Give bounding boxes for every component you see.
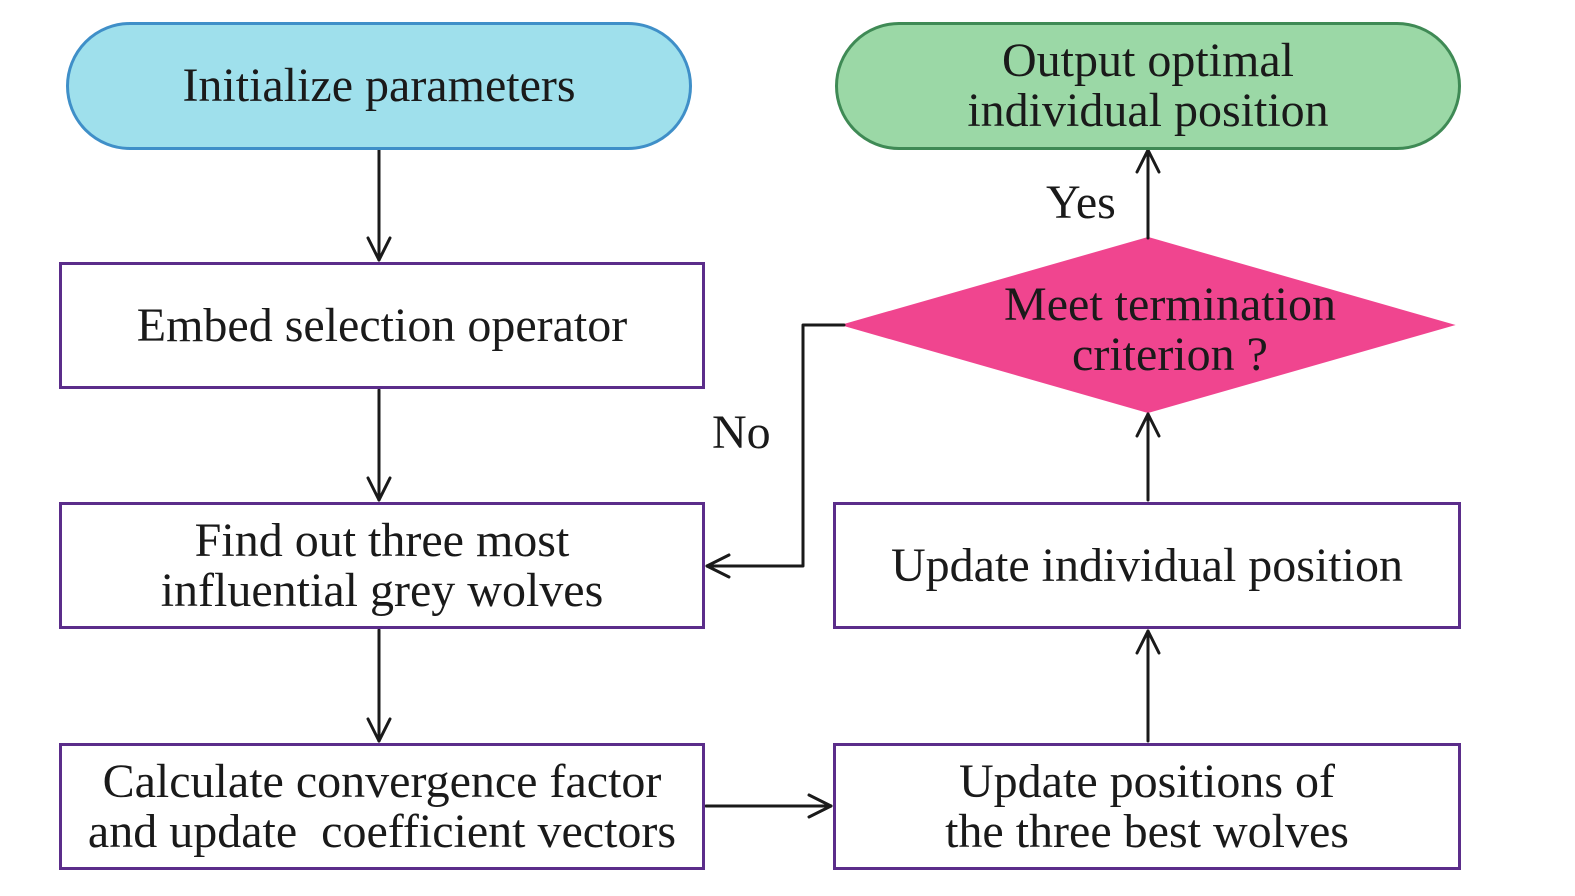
arrowhead-embed-to-find — [366, 476, 392, 502]
no-label: No — [712, 406, 771, 459]
arrowhead-update-individual-to-decision — [1135, 412, 1161, 438]
arrowhead-decision-to-output — [1135, 148, 1161, 174]
output-optimal-position-node: Output optimal individual position — [835, 22, 1461, 150]
node-label: Find out three most — [194, 513, 570, 567]
embed-selection-operator-node: Embed selection operator — [59, 262, 705, 389]
node-label: Embed selection operator — [136, 298, 628, 352]
arrowhead-find-to-calculate — [366, 717, 392, 743]
node-label: Update individual position — [891, 538, 1403, 592]
find-influential-wolves-node: Find out three most influential grey wol… — [59, 502, 705, 629]
node-label: influential grey wolves — [160, 563, 604, 617]
yes-label: Yes — [1046, 176, 1116, 229]
decision-diamond — [840, 236, 1456, 414]
arrowhead-update-best-to-update-individual — [1135, 629, 1161, 655]
initialize-parameters-node: Initialize parameters — [66, 22, 692, 150]
node-label: Initialize parameters — [182, 59, 576, 112]
termination-criterion-node: Meet termination criterion ? — [920, 280, 1420, 380]
update-best-wolves-node: Update positions of the three best wolve… — [833, 743, 1461, 870]
node-label: Meet termination — [1004, 278, 1336, 331]
arrowhead-initialize-to-embed — [366, 236, 392, 262]
node-label: individual position — [967, 84, 1329, 137]
arrow-decision-to-find — [705, 323, 846, 568]
node-label: Calculate convergence factor — [102, 754, 662, 808]
arrowhead-calculate-to-update-best — [807, 793, 833, 819]
node-label: Output optimal — [1002, 34, 1294, 87]
node-label: criterion ? — [1072, 328, 1268, 381]
calculate-convergence-node: Calculate convergence factor and update … — [59, 743, 705, 870]
node-label: the three best wolves — [945, 804, 1349, 858]
arrowhead-decision-to-find — [705, 553, 731, 579]
node-label: and update coefficient vectors — [87, 804, 677, 858]
update-individual-position-node: Update individual position — [833, 502, 1461, 629]
node-label: Update positions of — [959, 754, 1335, 808]
